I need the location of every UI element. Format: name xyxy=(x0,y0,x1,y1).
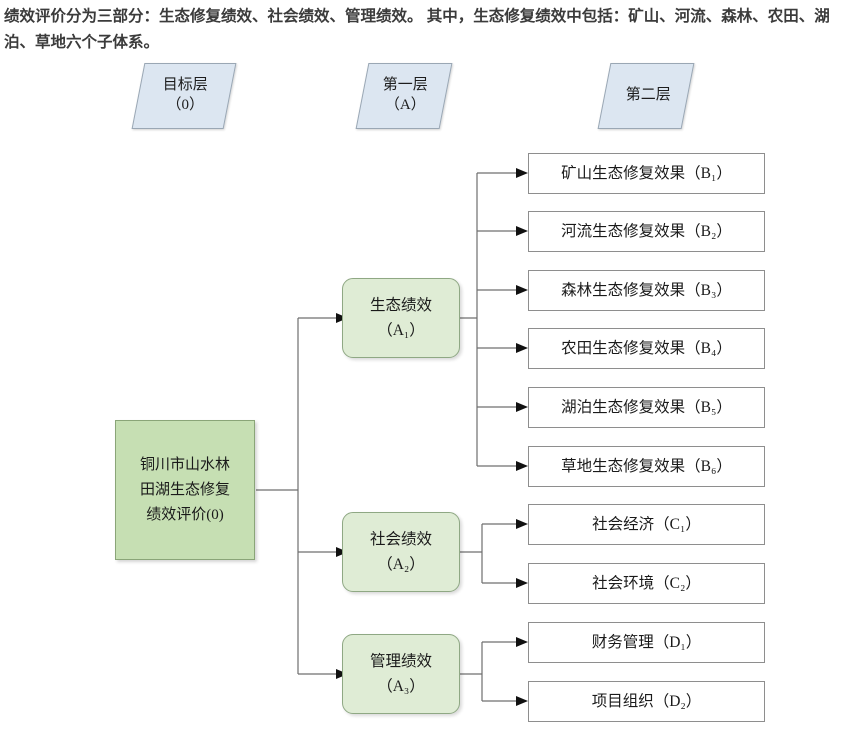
layer-header-goal: 目标层 （0） xyxy=(131,63,237,129)
arrow-b1 xyxy=(516,168,528,178)
node-b2[interactable]: 河流生态修复效果（B₂） xyxy=(528,211,765,252)
arrow-b4 xyxy=(516,343,528,353)
node-b2-label: 河流生态修复效果（B₂） xyxy=(561,222,732,240)
node-d2-label: 项目组织（D₂） xyxy=(591,692,702,710)
node-a3[interactable]: 管理绩效 （A₃） xyxy=(342,634,460,714)
arrow-c2 xyxy=(516,578,528,588)
node-b3-label: 森林生态修复效果（B₃） xyxy=(561,281,732,299)
arrow-b6 xyxy=(516,461,528,471)
arrow-d1 xyxy=(516,637,528,647)
node-b4[interactable]: 农田生态修复效果（B₄） xyxy=(528,328,765,369)
node-c2[interactable]: 社会环境（C₂） xyxy=(528,563,765,604)
node-b6[interactable]: 草地生态修复效果（B₆） xyxy=(528,446,765,487)
arrow-d2 xyxy=(516,696,528,706)
node-b4-label: 农田生态修复效果（B₄） xyxy=(561,339,732,357)
node-c1-label: 社会经济（C₁） xyxy=(592,515,701,533)
node-a3-label: 管理绩效 （A₃） xyxy=(369,653,432,695)
node-c1[interactable]: 社会经济（C₁） xyxy=(528,504,765,545)
layer-header-first: 第一层 （A） xyxy=(355,63,453,129)
node-b6-label: 草地生态修复效果（B₆） xyxy=(561,457,732,475)
layer-header-second: 第二层 xyxy=(597,63,695,129)
node-a1[interactable]: 生态绩效 （A₁） xyxy=(342,278,460,358)
layer-header-goal-label: 目标层 （0） xyxy=(162,77,208,113)
node-b1[interactable]: 矿山生态修复效果（B₁） xyxy=(528,153,765,194)
node-a2[interactable]: 社会绩效 （A₂） xyxy=(342,512,460,592)
node-a1-label: 生态绩效 （A₁） xyxy=(369,297,432,339)
node-c2-label: 社会环境（C₂） xyxy=(592,574,701,592)
node-b3[interactable]: 森林生态修复效果（B₃） xyxy=(528,270,765,311)
node-root-label: 铜川市山水林 田湖生态修复 绩效评价(0) xyxy=(139,456,230,523)
layer-header-second-label: 第二层 xyxy=(625,87,671,103)
arrow-b2 xyxy=(516,226,528,236)
node-a2-label: 社会绩效 （A₂） xyxy=(369,531,432,573)
node-d1-label: 财务管理（D₁） xyxy=(591,633,702,651)
arrow-b3 xyxy=(516,285,528,295)
layer-header-first-label: 第一层 （A） xyxy=(382,77,428,113)
arrow-b5 xyxy=(516,402,528,412)
node-d2[interactable]: 项目组织（D₂） xyxy=(528,681,765,722)
figure-caption: 绩效评价分为三部分：生态修复绩效、社会绩效、管理绩效。 其中，生态修复绩效中包括… xyxy=(4,8,830,51)
node-b1-label: 矿山生态修复效果（B₁） xyxy=(561,164,732,182)
arrow-c1 xyxy=(516,519,528,529)
node-b5-label: 湖泊生态修复效果（B₅） xyxy=(561,398,732,416)
node-root[interactable]: 铜川市山水林 田湖生态修复 绩效评价(0) xyxy=(115,420,255,560)
node-d1[interactable]: 财务管理（D₁） xyxy=(528,622,765,663)
node-b5[interactable]: 湖泊生态修复效果（B₅） xyxy=(528,387,765,428)
